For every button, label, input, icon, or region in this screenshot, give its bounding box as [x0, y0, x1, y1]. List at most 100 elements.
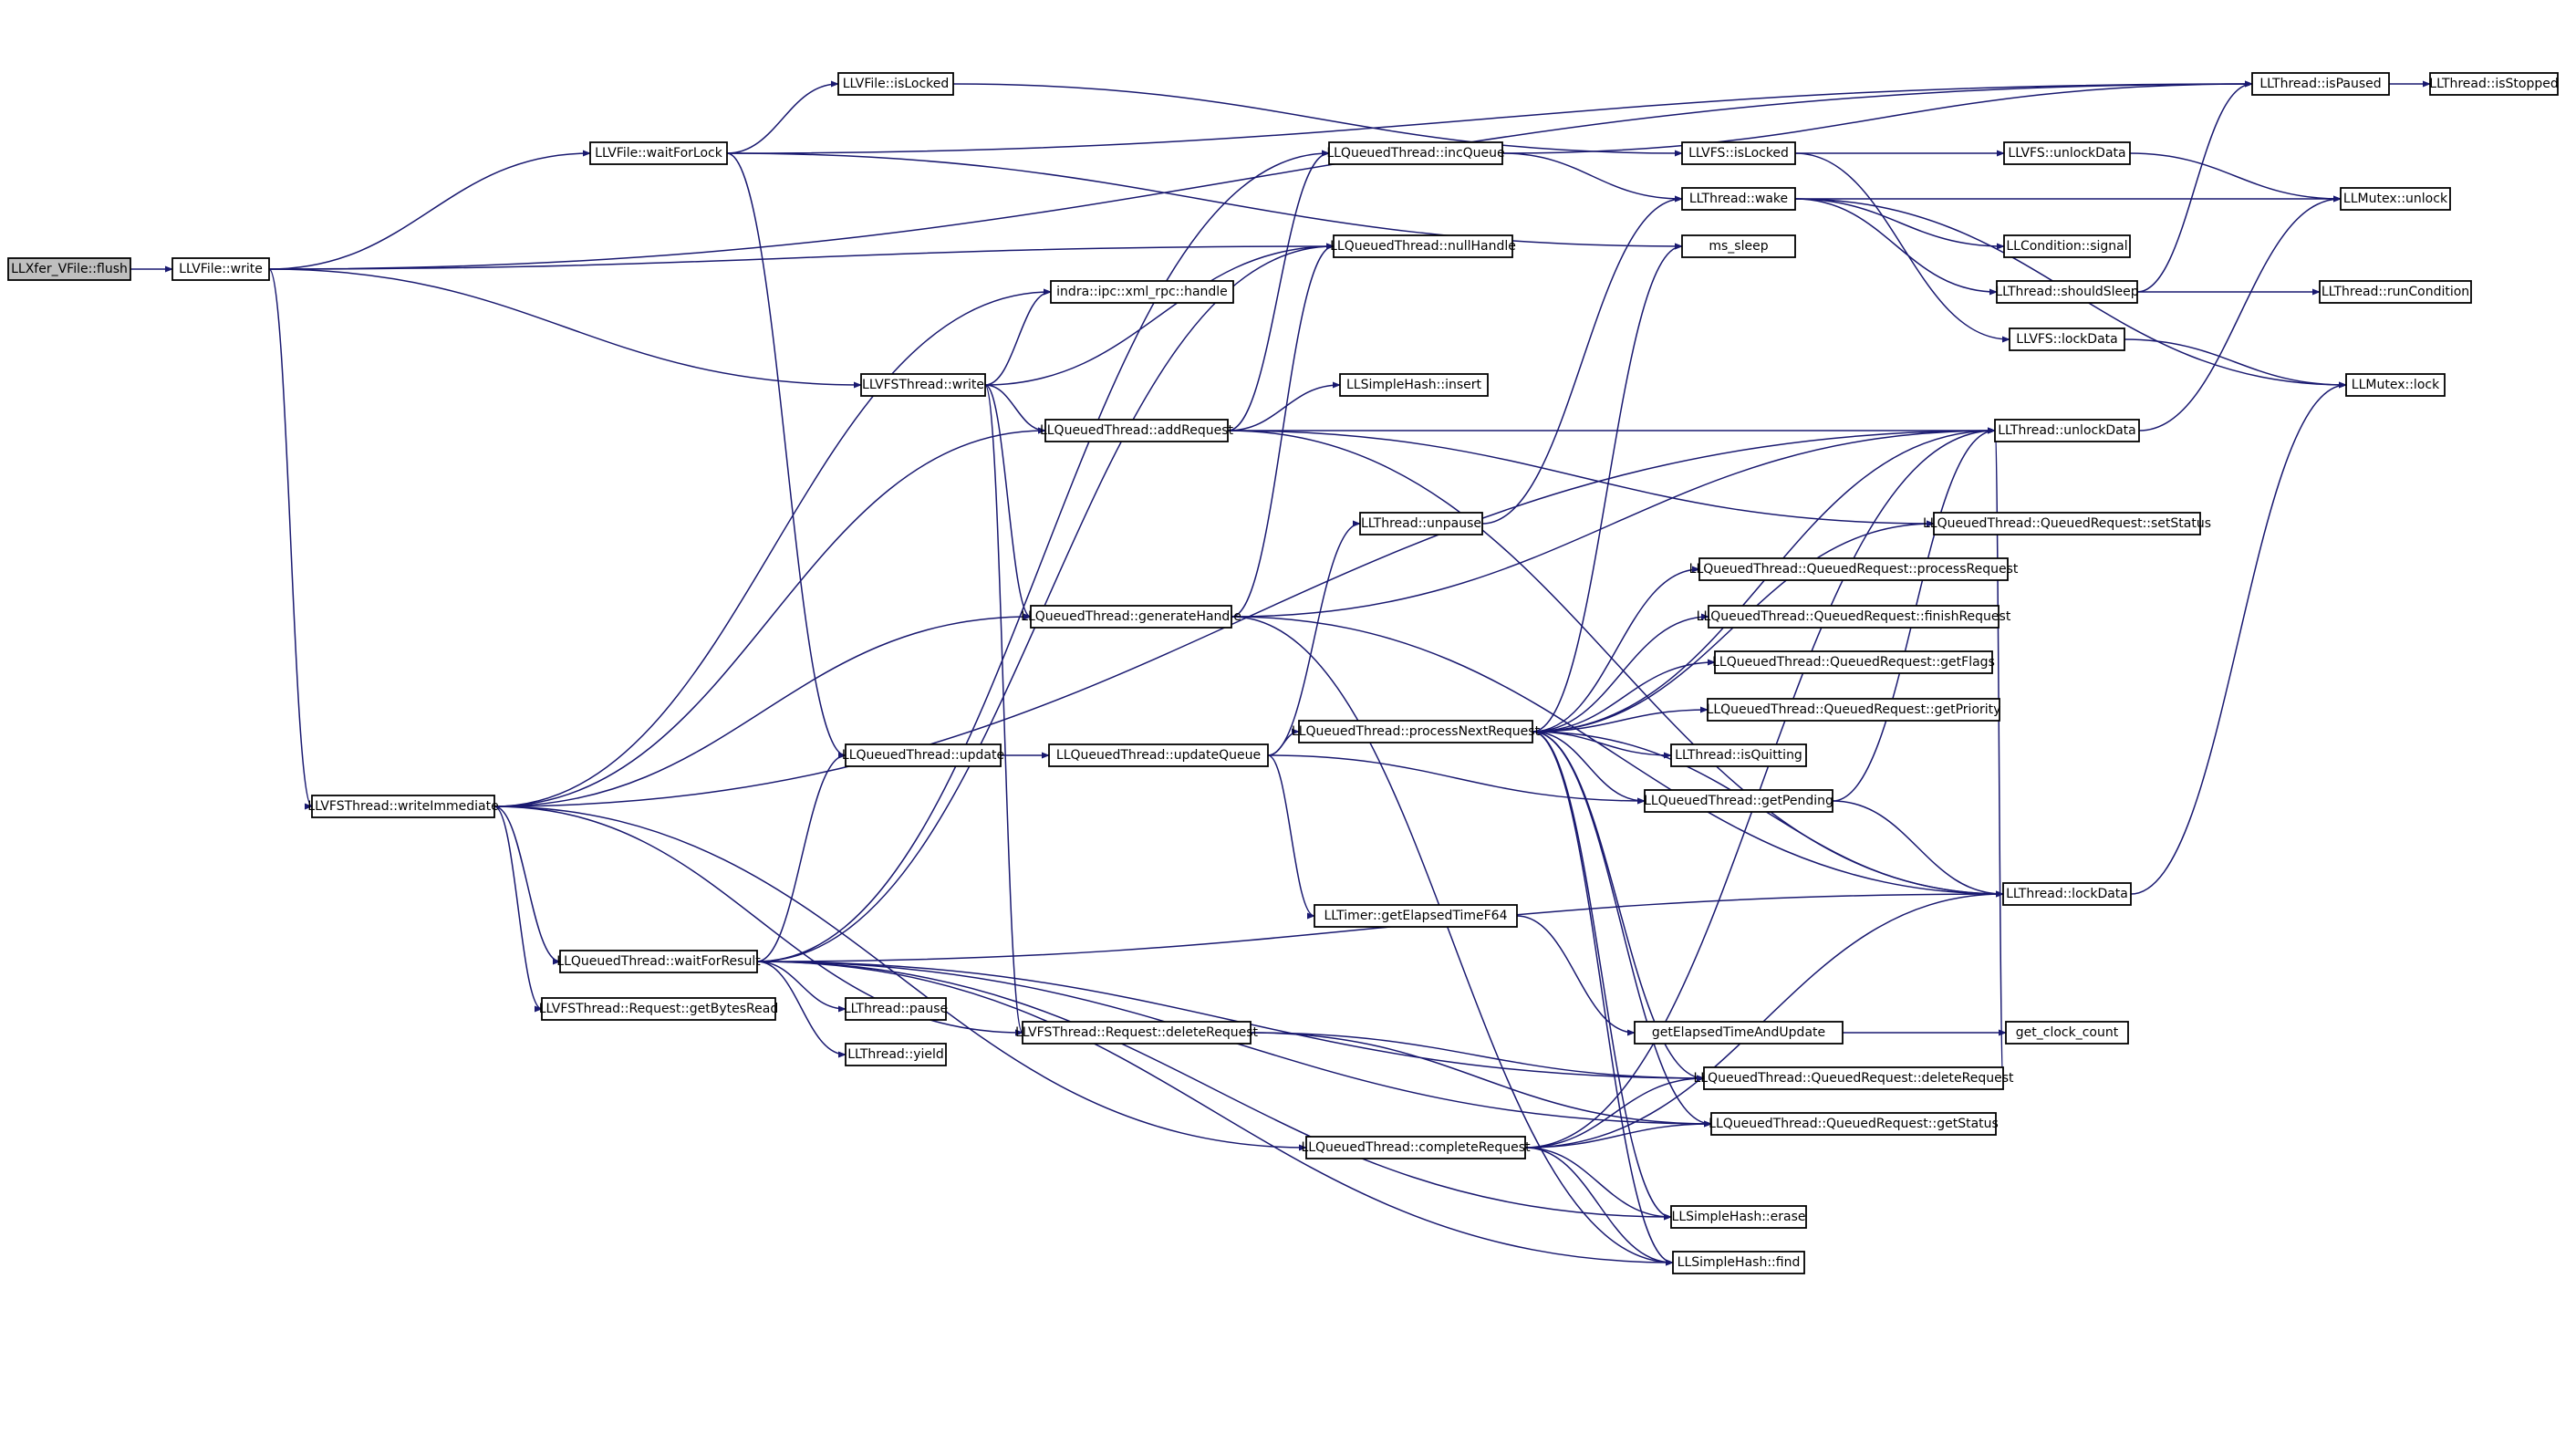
node-label: LLXfer_VFile::flush	[11, 262, 128, 276]
node-processNextRequest[interactable]: LLQueuedThread::processNextRequest	[1292, 720, 1541, 743]
node-box	[1681, 187, 1796, 211]
node-box	[589, 141, 728, 165]
node-box	[2429, 72, 2559, 96]
node-cond-signal[interactable]: LLCondition::signal	[2003, 234, 2131, 258]
node-vfs-unlockData[interactable]: LLVFS::unlockData	[2003, 141, 2131, 165]
node-get-clock-count[interactable]: get_clock_count	[2005, 1021, 2129, 1045]
edge-waitForLock-to-isPaused	[726, 80, 2253, 154]
node-addRequest[interactable]: LLQueuedThread::addRequest	[1040, 419, 1234, 442]
node-box	[1314, 904, 1518, 928]
node-updateQueue[interactable]: LLQueuedThread::updateQueue	[1048, 743, 1269, 767]
node-label: LLQueuedThread::QueuedRequest::processRe…	[1689, 562, 2019, 577]
node-simplehash-find[interactable]: LLSimpleHash::find	[1672, 1251, 1805, 1274]
node-generateHandle[interactable]: LLQueuedThread::generateHandle	[1021, 605, 1241, 629]
node-isStopped[interactable]: LLThread::isStopped	[2429, 72, 2559, 96]
node-label: LLQueuedThread::updateQueue	[1056, 748, 1261, 763]
node-processRequest[interactable]: LLQueuedThread::QueuedRequest::processRe…	[1689, 557, 2019, 581]
node-vfile-isLocked[interactable]: LLVFile::isLocked	[837, 72, 954, 96]
node-label: LLVFSThread::writeImmediate	[307, 799, 498, 814]
node-completeRequest[interactable]: LLQueuedThread::completeRequest	[1301, 1136, 1531, 1159]
node-label: get_clock_count	[2016, 1025, 2119, 1040]
node-nullHandle[interactable]: LLQueuedThread::nullHandle	[1330, 234, 1516, 258]
edge-processNextRequest-to-getStatus	[1532, 731, 1712, 1128]
node-label: LLThread::isPaused	[2259, 77, 2381, 91]
node-box	[2319, 280, 2472, 304]
node-box	[1996, 280, 2138, 304]
node-xmlrpc-handle[interactable]: indra::ipc::xml_rpc::handle	[1050, 280, 1234, 304]
node-finishRequest[interactable]: LLQueuedThread::QueuedRequest::finishReq…	[1697, 605, 2011, 629]
edge-waitForLock-to-ms_sleep	[726, 152, 1683, 250]
node-thread-wake[interactable]: LLThread::wake	[1681, 187, 1796, 211]
node-label: LLQueuedThread::incQueue	[1326, 146, 1504, 161]
node-thread-unlockData[interactable]: LLThread::unlockData	[1994, 419, 2140, 442]
edge-generateHandle-to-nullHandle	[1231, 243, 1335, 618]
node-label: LLQueuedThread::waitForResult	[556, 954, 761, 969]
node-label: LLQueuedThread::QueuedRequest::setStatus	[1923, 516, 2211, 531]
node-getPriority[interactable]: LLQueuedThread::QueuedRequest::getPriori…	[1707, 698, 2001, 722]
node-ms-sleep[interactable]: ms_sleep	[1681, 234, 1796, 258]
edge-addRequest-to-simplehash_insert	[1227, 381, 1341, 431]
node-mutex-lock[interactable]: LLMutex::lock	[2345, 373, 2446, 397]
node-simplehash-erase[interactable]: LLSimpleHash::erase	[1670, 1205, 1807, 1229]
node-vfs-lockData[interactable]: LLVFS::lockData	[2009, 327, 2125, 351]
node-flush[interactable]: LLXfer_VFile::flush	[7, 257, 131, 281]
node-box	[1698, 557, 2009, 581]
edge-waitForResult-to-inqueue	[756, 150, 1330, 962]
edge-inqueue-to-isPaused	[1501, 80, 2253, 154]
node-label: LLQueuedThread::QueuedRequest::getFlags	[1712, 655, 1995, 670]
edge-updateQueue-to-getElapsedTimeF64	[1267, 754, 1315, 920]
edge-processNextRequest-to-processRequest	[1532, 566, 1700, 733]
edge-thread_wake-to-cond_signal	[1794, 198, 2005, 250]
node-label: LLThread::shouldSleep	[1995, 285, 2138, 299]
node-waitForResult[interactable]: LLQueuedThread::waitForResult	[556, 950, 761, 973]
edge-thread_wake-to-shouldSleep	[1794, 198, 1998, 296]
edge-processNextRequest-to-thread_unlockData	[1532, 427, 1996, 733]
node-getBytesRead[interactable]: LLVFSThread::Request::getBytesRead	[539, 997, 778, 1021]
edge-inqueue-to-thread_wake	[1501, 152, 1683, 203]
node-thread-pause[interactable]: LLThread::pause	[844, 997, 948, 1021]
node-thread-yield[interactable]: LLThread::yield	[845, 1043, 947, 1066]
edge-processNextRequest-to-simplehash_find	[1532, 731, 1674, 1266]
node-qt-update[interactable]: LLQueuedThread::update	[842, 743, 1004, 767]
edge-vfs_lockData-to-mutex_lock	[2124, 338, 2347, 389]
node-getStatus[interactable]: LLQueuedThread::QueuedRequest::getStatus	[1709, 1112, 1999, 1136]
edge-waitForLock-to-vfile_isLocked	[726, 80, 839, 154]
node-vfs-isLocked[interactable]: LLVFS::isLocked	[1681, 141, 1796, 165]
node-shouldSleep[interactable]: LLThread::shouldSleep	[1995, 280, 2139, 304]
node-box	[2251, 72, 2390, 96]
node-getElapsedTimeAndUpdate[interactable]: getElapsedTimeAndUpdate	[1634, 1021, 1844, 1045]
node-box	[1022, 1021, 1252, 1045]
node-runCondition[interactable]: LLThread::runCondition	[2319, 280, 2472, 304]
edge-writeImmediate-to-getBytesRead	[493, 806, 543, 1013]
node-simplehash-insert[interactable]: LLSimpleHash::insert	[1339, 373, 1489, 397]
node-inqueue[interactable]: LLQueuedThread::incQueue	[1326, 141, 1505, 165]
node-label: LLVFSThread::Request::getBytesRead	[539, 1002, 778, 1016]
node-getPending[interactable]: LLQueuedThread::getPending	[1644, 789, 1833, 813]
edge-processNextRequest-to-getFlags	[1532, 659, 1716, 733]
node-qr-deleteRequest[interactable]: LLQueuedThread::QueuedRequest::deleteReq…	[1693, 1066, 2014, 1090]
node-isQuitting[interactable]: LLThread::isQuitting	[1670, 743, 1807, 767]
node-writeImmediate[interactable]: LLVFSThread::writeImmediate	[307, 795, 499, 818]
node-isPaused[interactable]: LLThread::isPaused	[2251, 72, 2390, 96]
edge-processNextRequest-to-thread_lockData	[1532, 731, 2004, 898]
node-box	[1644, 789, 1833, 813]
node-box	[1298, 720, 1533, 743]
node-label: LLVFile::write	[179, 262, 263, 276]
node-vfs-deleteRequest[interactable]: LLVFSThread::Request::deleteRequest	[1015, 1021, 1259, 1045]
edge-writeImmediate-to-xmlrpc_handle	[493, 288, 1052, 807]
node-label: LLVFS::isLocked	[1688, 146, 1789, 161]
node-vfile-write[interactable]: LLVFile::write	[171, 257, 270, 281]
node-vfs-write[interactable]: LLVFSThread::write	[860, 373, 986, 397]
node-box	[1710, 1112, 1997, 1136]
node-label: LLVFSThread::Request::deleteRequest	[1015, 1025, 1259, 1040]
node-mutex-unlock[interactable]: LLMutex::unlock	[2340, 187, 2451, 211]
node-getFlags[interactable]: LLQueuedThread::QueuedRequest::getFlags	[1712, 650, 1995, 674]
node-getElapsedTimeF64[interactable]: LLTimer::getElapsedTimeF64	[1314, 904, 1518, 928]
node-setStatus[interactable]: LLQueuedThread::QueuedRequest::setStatus	[1923, 512, 2211, 535]
edge-vfile_write-to-vfs_write	[268, 268, 862, 389]
edge-layer	[130, 80, 2431, 1266]
node-unpause[interactable]: LLThread::unpause	[1359, 512, 1483, 535]
node-waitForLock[interactable]: LLVFile::waitForLock	[589, 141, 728, 165]
node-thread-lockData[interactable]: LLThread::lockData	[2002, 882, 2132, 906]
node-box	[860, 373, 986, 397]
